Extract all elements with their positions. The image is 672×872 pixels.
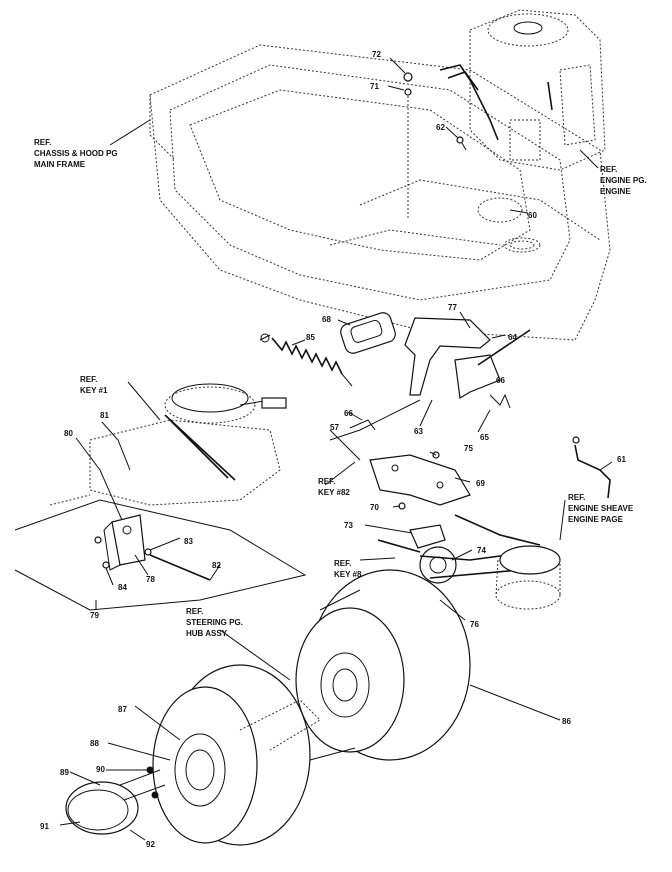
callout-86: 86 bbox=[562, 717, 571, 726]
callout-75: 75 bbox=[464, 444, 473, 453]
tension-spring bbox=[259, 333, 353, 387]
callout-71: 71 bbox=[370, 82, 379, 91]
callout-78: 78 bbox=[146, 575, 155, 584]
callout-72: 72 bbox=[372, 50, 381, 59]
callout-87: 87 bbox=[118, 705, 127, 714]
callout-81: 81 bbox=[100, 411, 109, 420]
ref-steering: REF. STEERING PG. HUB ASSY. bbox=[186, 607, 245, 638]
ref-key1: REF. KEY #1 bbox=[80, 375, 108, 395]
leader-lines bbox=[59, 57, 613, 841]
callout-88: 88 bbox=[90, 739, 99, 748]
callout-84: 84 bbox=[118, 583, 127, 592]
callout-74: 74 bbox=[477, 546, 486, 555]
callout-69: 69 bbox=[476, 479, 485, 488]
right-rear-tire bbox=[295, 569, 471, 761]
callout-79: 79 bbox=[90, 611, 99, 620]
ref-labels: REF. CHASSIS & HOOD PG MAIN FRAME REF. E… bbox=[34, 138, 649, 638]
callout-numbers: 72 71 62 60 68 77 64 85 66 66 57 63 65 7… bbox=[40, 50, 626, 849]
left-mount-bracket bbox=[14, 499, 307, 611]
ref-key8: REF. KEY #8 bbox=[334, 559, 362, 579]
callout-92: 92 bbox=[146, 840, 155, 849]
ref-engine-sheave: REF. ENGINE SHEAVE ENGINE PAGE bbox=[568, 493, 635, 524]
callout-82-bracket: 82 bbox=[212, 561, 221, 570]
callout-80: 80 bbox=[64, 429, 73, 438]
hub-cap-assembly bbox=[65, 766, 166, 835]
callout-77: 77 bbox=[448, 303, 457, 312]
drive-belt-assembly bbox=[377, 514, 561, 610]
callout-63: 63 bbox=[414, 427, 423, 436]
linkage-bracket-assembly bbox=[329, 312, 531, 510]
callout-60: 60 bbox=[528, 211, 537, 220]
callout-68: 68 bbox=[322, 315, 331, 324]
callout-65: 65 bbox=[480, 433, 489, 442]
callout-66-right: 66 bbox=[496, 376, 505, 385]
callout-64: 64 bbox=[508, 333, 517, 342]
ref-chassis: REF. CHASSIS & HOOD PG MAIN FRAME bbox=[34, 138, 120, 169]
chassis-frame-outline bbox=[149, 44, 611, 341]
callout-85: 85 bbox=[306, 333, 315, 342]
callout-66-left: 66 bbox=[344, 409, 353, 418]
callout-91: 91 bbox=[40, 822, 49, 831]
engine-block bbox=[439, 9, 606, 223]
ref-engine: REF. ENGINE PG. ENGINE bbox=[600, 165, 649, 196]
frame-hardware bbox=[403, 72, 467, 220]
callout-70: 70 bbox=[370, 503, 379, 512]
callout-61: 61 bbox=[617, 455, 626, 464]
callout-90: 90 bbox=[96, 765, 105, 774]
callout-76: 76 bbox=[470, 620, 479, 629]
ref-key82: REF. KEY #82 bbox=[318, 477, 350, 497]
callout-83: 83 bbox=[184, 537, 193, 546]
callout-73: 73 bbox=[344, 521, 353, 530]
callout-89: 89 bbox=[60, 768, 69, 777]
callout-57: 57 bbox=[330, 423, 339, 432]
deck-pulley-group bbox=[49, 383, 287, 506]
callout-62: 62 bbox=[436, 123, 445, 132]
left-front-tire bbox=[152, 664, 321, 846]
